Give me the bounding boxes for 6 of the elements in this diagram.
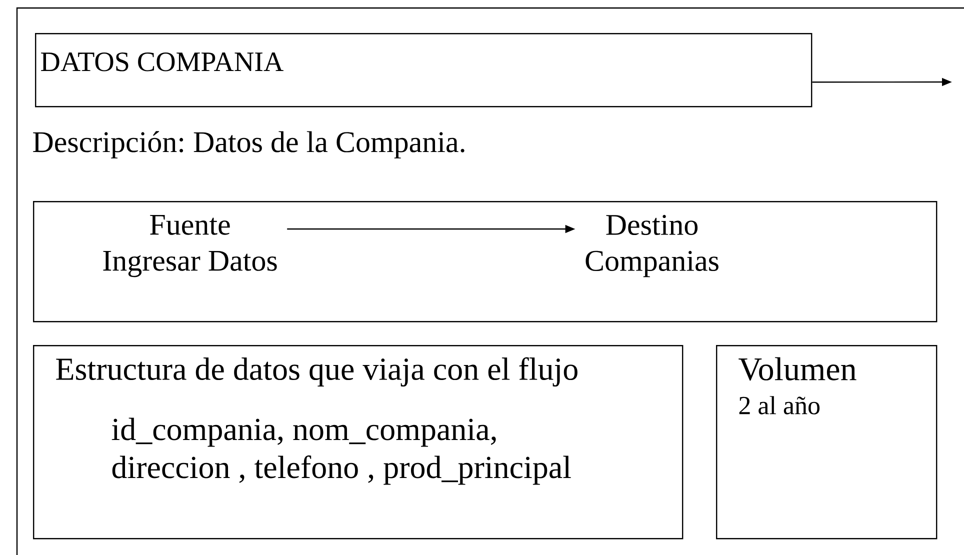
text-box: Estructura de datos que viaja con el flujo id_compania, nom_compania, direccion , telefono , prod_principal xyxy=(33,345,684,540)
flow-text: Destino Companias xyxy=(586,214,718,278)
text-box: DATOS COMPANIA xyxy=(35,33,812,108)
text-box: Volumen 2 al año xyxy=(716,345,938,540)
flow-text: Fuente Ingresar Datos xyxy=(103,214,277,278)
flow-box xyxy=(33,201,938,322)
